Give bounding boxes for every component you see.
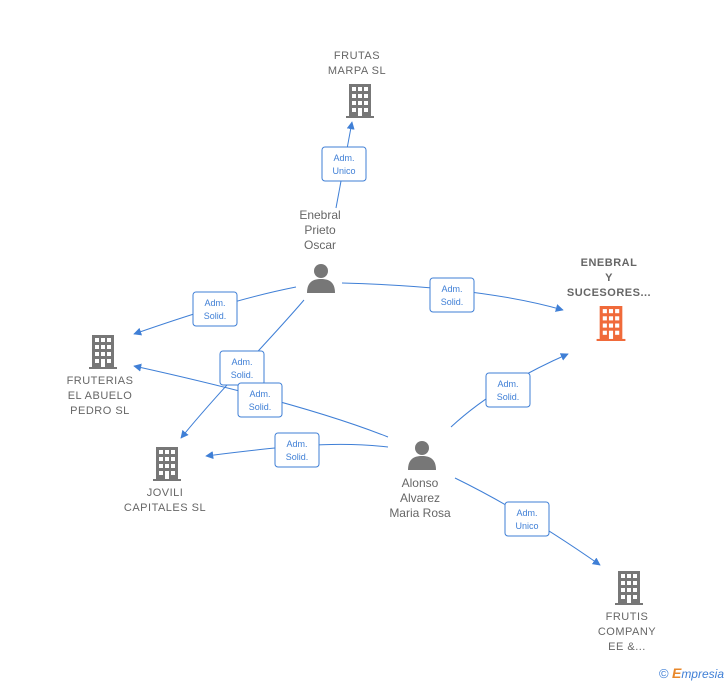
- svg-text:Solid.: Solid.: [441, 297, 464, 307]
- svg-text:Alonso: Alonso: [402, 476, 439, 490]
- building-icon: [153, 447, 181, 481]
- svg-text:Enebral: Enebral: [299, 208, 340, 222]
- edges: [133, 121, 601, 566]
- building-icon: [89, 335, 117, 369]
- svg-text:PEDRO SL: PEDRO SL: [70, 405, 130, 417]
- svg-text:Adm.: Adm.: [231, 357, 252, 367]
- svg-text:FRUTERIAS: FRUTERIAS: [67, 375, 134, 387]
- svg-text:FRUTIS: FRUTIS: [606, 611, 649, 623]
- relation-label[interactable]: Adm. Unico: [321, 146, 367, 182]
- svg-text:CAPITALES SL: CAPITALES SL: [124, 502, 206, 514]
- svg-text:COMPANY: COMPANY: [598, 626, 656, 638]
- relation-label[interactable]: Adm. Solid.: [485, 372, 531, 408]
- relation-label[interactable]: Adm. Unico: [504, 501, 550, 537]
- svg-text:Alvarez: Alvarez: [400, 491, 440, 505]
- svg-text:Adm.: Adm.: [497, 379, 518, 389]
- building-icon: [346, 84, 374, 118]
- svg-text:Solid.: Solid.: [231, 370, 254, 380]
- brand-name: mpresia: [681, 667, 724, 681]
- node-enebral-sucesores[interactable]: ENEBRAL Y SUCESORES...: [567, 257, 651, 341]
- svg-text:Adm.: Adm.: [333, 153, 354, 163]
- svg-text:Adm.: Adm.: [286, 439, 307, 449]
- svg-text:ENEBRAL: ENEBRAL: [581, 257, 638, 269]
- svg-text:Solid.: Solid.: [286, 452, 309, 462]
- copyright-icon: ©: [659, 666, 669, 681]
- svg-text:JOVILI: JOVILI: [147, 487, 184, 499]
- person-icon: [307, 264, 335, 293]
- node-alonso-alvarez[interactable]: Alonso Alvarez Maria Rosa: [389, 441, 451, 520]
- node-frutas-marpa[interactable]: FRUTAS MARPA SL: [328, 50, 386, 118]
- svg-text:Unico: Unico: [515, 521, 538, 531]
- relation-label[interactable]: Adm. Solid.: [192, 291, 238, 327]
- svg-text:MARPA SL: MARPA SL: [328, 65, 386, 77]
- svg-text:Solid.: Solid.: [249, 402, 272, 412]
- svg-text:Y: Y: [605, 272, 613, 284]
- relation-label[interactable]: Adm. Solid.: [274, 432, 320, 468]
- brand-initial: E: [671, 665, 682, 681]
- relation-label[interactable]: Adm. Solid.: [237, 382, 283, 418]
- svg-text:EL ABUELO: EL ABUELO: [68, 390, 133, 402]
- svg-text:SUCESORES...: SUCESORES...: [567, 287, 651, 299]
- svg-text:Maria Rosa: Maria Rosa: [389, 506, 451, 520]
- relation-label[interactable]: Adm. Solid.: [429, 277, 475, 313]
- building-icon: [615, 571, 643, 605]
- node-frutis[interactable]: FRUTIS COMPANY EE &...: [598, 571, 656, 653]
- svg-text:Unico: Unico: [332, 166, 355, 176]
- svg-text:Oscar: Oscar: [304, 238, 336, 252]
- node-jovili[interactable]: JOVILI CAPITALES SL: [124, 447, 206, 514]
- svg-text:Solid.: Solid.: [204, 311, 227, 321]
- svg-text:EE &...: EE &...: [608, 641, 646, 653]
- brand-footer[interactable]: © Empresia: [659, 665, 724, 681]
- svg-text:FRUTAS: FRUTAS: [334, 50, 380, 62]
- person-icon: [408, 441, 436, 470]
- svg-text:Solid.: Solid.: [497, 392, 520, 402]
- building-icon: [596, 306, 626, 341]
- node-enebral-prieto[interactable]: Enebral Prieto Oscar: [299, 208, 341, 293]
- svg-text:Adm.: Adm.: [204, 298, 225, 308]
- svg-text:Adm.: Adm.: [249, 389, 270, 399]
- relation-label[interactable]: Adm. Solid.: [219, 350, 265, 386]
- svg-text:Adm.: Adm.: [441, 284, 462, 294]
- svg-text:Prieto: Prieto: [304, 223, 336, 237]
- svg-text:Adm.: Adm.: [516, 508, 537, 518]
- node-fruterias[interactable]: FRUTERIAS EL ABUELO PEDRO SL: [67, 335, 134, 417]
